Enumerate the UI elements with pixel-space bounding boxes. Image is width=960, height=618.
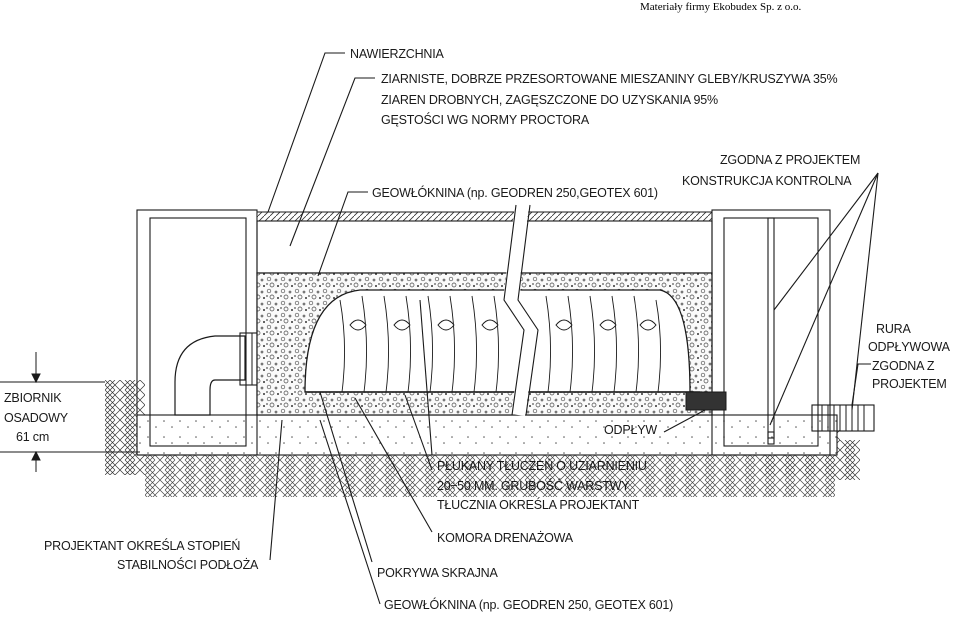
label-pokrywa: POKRYWA SKRAJNA: [377, 566, 499, 580]
label-geowloknina-top: GEOWŁÓKNINA (np. GEODREN 250,GEOTEX 601): [372, 185, 658, 200]
label-geowloknina-bottom: GEOWŁÓKNINA (np. GEODREN 250, GEOTEX 601…: [384, 597, 673, 612]
label-komora: KOMORA DRENAŻOWA: [437, 531, 574, 545]
label-nawierzchnia: NAWIERZCHNIA: [350, 47, 445, 61]
label-outlet-pipe-1: RURA: [876, 322, 911, 336]
label-outlet-pipe-2: ODPŁYWOWA: [868, 340, 951, 354]
label-tank-3: 61 cm: [16, 430, 49, 444]
label-backfill-2: ZIAREN DROBNYCH, ZAGĘSZCZONE DO UZYSKANI…: [381, 93, 718, 107]
label-stone-3: TŁUCZNIA OKREŚLA PROJEKTANT: [437, 497, 640, 512]
label-subgrade-1: PROJEKTANT OKREŚLA STOPIEŃ: [44, 538, 240, 553]
label-outlet-pipe-4: PROJEKTEM: [872, 377, 947, 391]
label-backfill-3: GĘSTOŚCI WG NORMY PROCTORA: [381, 112, 590, 127]
label-tank-1: ZBIORNIK: [4, 391, 62, 405]
label-control-2: KONSTRUKCJA KONTROLNA: [682, 174, 852, 188]
backfill-layer: [256, 220, 713, 274]
label-odplyw: ODPŁYW: [604, 423, 657, 437]
base-slab: [136, 414, 838, 456]
break-line: [502, 204, 539, 416]
label-subgrade-2: STABILNOŚCI PODŁOŻA: [117, 557, 259, 572]
control-structure: [685, 209, 875, 456]
label-stone-2: 20÷50 MM. GRUBOŚĆ WARSTWY: [437, 478, 630, 493]
leader-lines: [267, 52, 879, 605]
surface-layer: [256, 211, 713, 222]
label-backfill-1: ZIARNISTE, DOBRZE PRZESORTOWANE MIESZANI…: [381, 72, 837, 86]
tank-height-dimension: [0, 352, 140, 472]
drainage-chamber: [304, 289, 700, 393]
label-stone-1: PŁUKANY TŁUCZEŃ O UZIARNIENIU: [437, 458, 647, 473]
label-outlet-pipe-3: ZGODNA Z: [872, 359, 935, 373]
source-credit: Materiały firmy Ekobudex Sp. z o.o.: [640, 1, 802, 13]
label-control-1: ZGODNA Z PROJEKTEM: [720, 153, 860, 167]
label-tank-2: OSADOWY: [4, 411, 69, 425]
